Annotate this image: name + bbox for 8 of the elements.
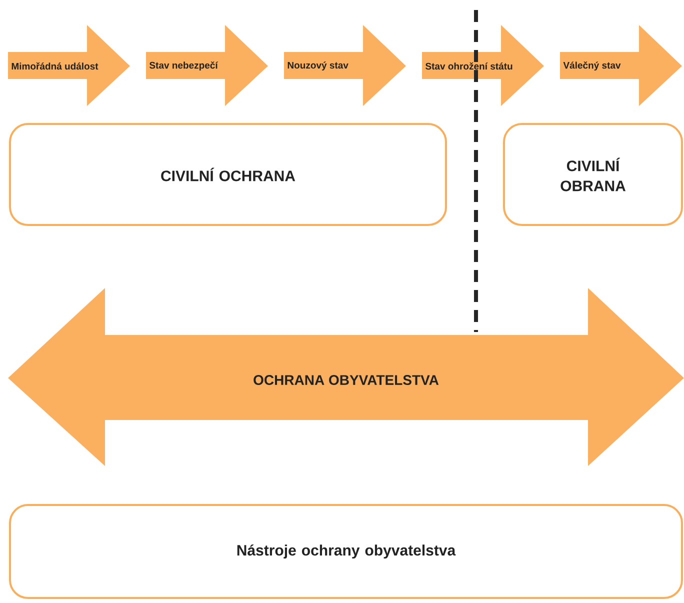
stage-tag: Nouzový stav — [284, 25, 406, 106]
rounded-box: Nástroje ochrany obyvatelstva — [9, 504, 683, 599]
rounded-box: CIVILNÍ OCHRANA — [9, 123, 447, 226]
rounded-box: CIVILNÍ OBRANA — [503, 123, 683, 226]
stage-tag: Stav ohrožení státu — [422, 25, 544, 106]
stage-tag: Mimořádná událost — [8, 25, 130, 106]
stage-tag: Stav nebezpečí — [146, 25, 268, 106]
stage-tag: Válečný stav — [560, 25, 682, 106]
